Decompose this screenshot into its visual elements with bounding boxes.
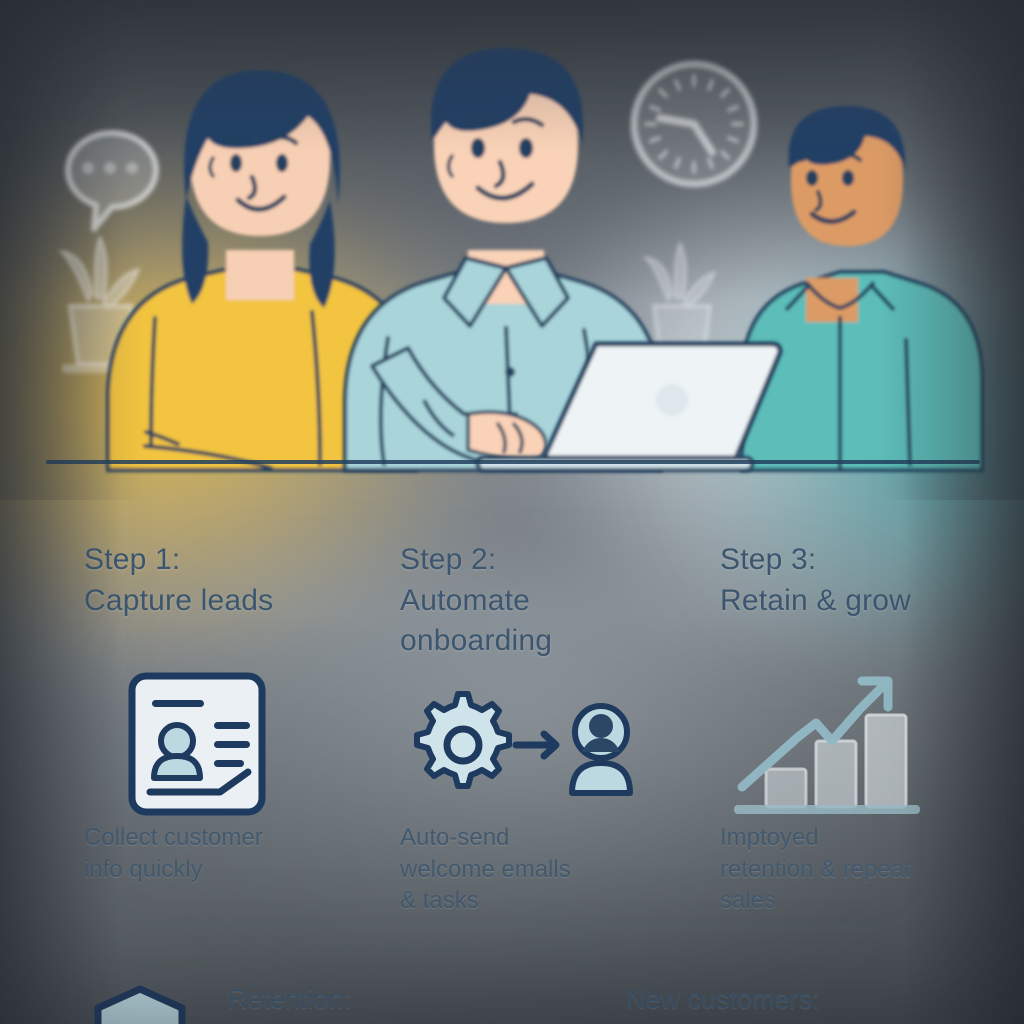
hero-illustration <box>0 0 1024 500</box>
person-man-teal-shirt <box>740 106 984 472</box>
step-card-2: Step 2: Automate onboarding <box>400 540 700 914</box>
stats-row: Retention: New customers: <box>0 962 1024 1024</box>
small-arrow-icon <box>512 730 560 760</box>
step-3-title: Step 3: Retain & grow <box>720 543 912 617</box>
chat-bubble-icon <box>64 130 159 232</box>
stat-new-customers-label: New customers: <box>626 984 820 1014</box>
step-2-title: Step 2: Automate onboarding <box>400 543 553 657</box>
gear-to-person-icon <box>404 690 640 805</box>
growth-bar-chart-icon <box>720 665 940 830</box>
steps-section: Step 1: Capture leads Collect customer i… <box>0 518 1024 938</box>
step-1-title: Step 1: Capture leads <box>84 543 274 617</box>
step-1-description: Collect customer info quickly <box>84 824 263 883</box>
wall-clock-icon <box>630 60 758 188</box>
gear-icon <box>414 691 512 789</box>
step-card-1: Step 1: Capture leads Collect customer i… <box>84 540 384 883</box>
stat-retention-label: Retention: <box>228 984 352 1014</box>
step-2-description: Auto-send welcome emalls & tasks <box>400 824 571 915</box>
person-woman-yellow-sweater <box>106 70 418 472</box>
contact-card-icon <box>122 668 272 823</box>
step-3-description: Imptoyed retention & repeat sales <box>720 824 911 915</box>
step-card-3: Step 3: Retain & grow Imptoyed retention… <box>720 540 1020 914</box>
shield-icon <box>92 984 188 1024</box>
person-avatar-icon <box>569 703 633 796</box>
